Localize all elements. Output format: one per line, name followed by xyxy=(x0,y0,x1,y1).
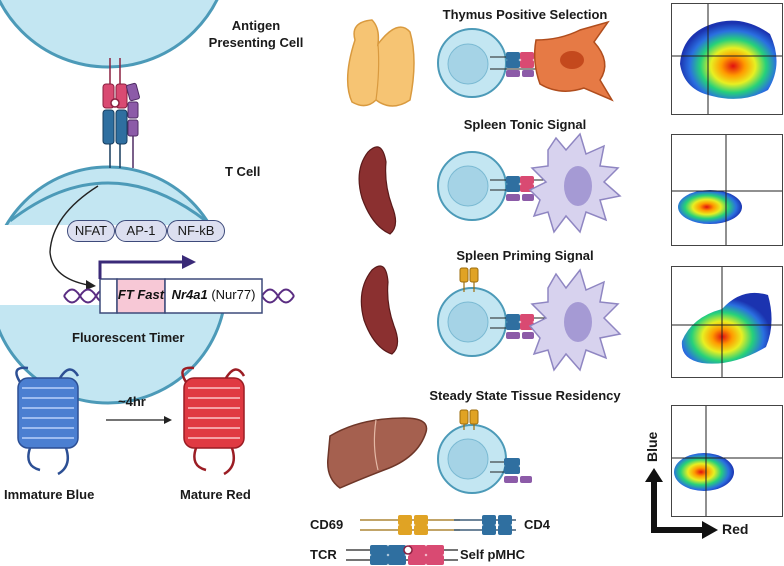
tcell-spleen-priming xyxy=(437,267,548,357)
thymus-organ xyxy=(346,19,415,107)
timer-arrow xyxy=(106,416,172,424)
spleen-organ-2 xyxy=(360,265,399,355)
legend-tcr-pmhc-glyph xyxy=(346,545,458,565)
x-axis-label: Red xyxy=(722,521,749,537)
legend-cd69-label: CD69 xyxy=(310,517,344,532)
legend-self-pmhc-label: Self pMHC xyxy=(460,547,525,562)
panel-title-tissue-residency: Steady State Tissue Residency xyxy=(429,388,621,403)
tf-ap1: AP-1 xyxy=(115,220,167,242)
dendritic-cell-1 xyxy=(528,132,622,234)
flow-plot-thymus xyxy=(671,3,783,115)
tcell-thymus xyxy=(437,28,538,98)
mature-red-label: Mature Red xyxy=(180,487,251,502)
fluorescent-timer-title: Fluorescent Timer xyxy=(72,330,185,345)
tcell-spleen-tonic xyxy=(437,151,548,221)
mature-red-protein xyxy=(181,366,246,476)
legend-cd4-label: CD4 xyxy=(524,517,551,532)
liver-organ xyxy=(327,417,428,489)
t-cell-label: T Cell xyxy=(225,164,261,179)
thymic-epithelial-cell xyxy=(533,20,614,102)
ft-fast-label: FT Fast xyxy=(117,287,165,302)
tcr-pmhc-complex xyxy=(102,58,140,168)
timer-interval-label: ~4hr xyxy=(118,394,146,409)
flow-plot-spleen-priming xyxy=(671,266,783,378)
t-cell-membrane xyxy=(9,181,207,223)
dendritic-cell-2 xyxy=(528,268,622,372)
tcell-tissue xyxy=(437,409,532,494)
tf-nfat: NFAT xyxy=(67,220,115,242)
immature-blue-protein xyxy=(15,366,80,476)
legend-cd4-glyph xyxy=(454,515,516,535)
nr4a1-label: Nr4a1 (Nur77) xyxy=(171,287,256,302)
legend-tcr-label: TCR xyxy=(310,547,337,562)
y-axis-label: Blue xyxy=(644,431,660,462)
apc-label: Antigen Presenting Cell xyxy=(208,18,304,50)
immature-blue-label: Immature Blue xyxy=(4,487,95,502)
legend-cd69-glyph xyxy=(360,515,460,535)
axis-arrows xyxy=(645,468,718,539)
t-cell xyxy=(0,165,228,405)
panel-title-spleen-priming: Spleen Priming Signal xyxy=(456,248,594,263)
panel-title-spleen-tonic: Spleen Tonic Signal xyxy=(463,117,587,132)
flow-plot-spleen-tonic xyxy=(671,134,783,246)
flow-plot-tissue xyxy=(671,405,783,517)
panel-title-thymus: Thymus Positive Selection xyxy=(442,7,608,22)
spleen-organ-1 xyxy=(358,146,397,235)
tf-nfkb: NF-kB xyxy=(167,220,225,242)
